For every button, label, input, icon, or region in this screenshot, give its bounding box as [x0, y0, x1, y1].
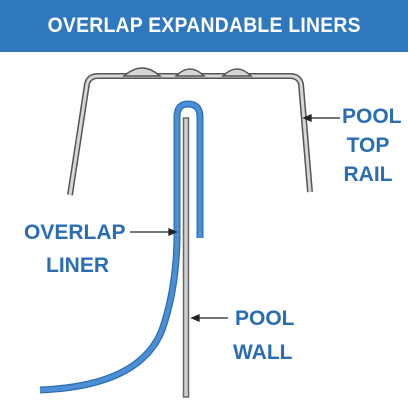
pool-wall-label: POOL WALL	[233, 308, 295, 363]
label-line: OVERLAP	[24, 221, 126, 244]
overlap-liner-label: OVERLAP LINER	[24, 222, 126, 276]
diagram-title: OVERLAP EXPANDABLE LINERS	[47, 14, 361, 37]
label-line: POOL	[235, 307, 295, 330]
liner-arrow	[130, 228, 178, 236]
rail-arrow	[302, 114, 340, 122]
wall-arrow	[190, 314, 228, 322]
pool-top-rail-label: POOL TOP RAIL	[342, 105, 402, 186]
label-line: TOP	[346, 134, 390, 157]
rail-bumps	[122, 67, 253, 77]
label-line: POOL	[342, 105, 402, 128]
label-line: WALL	[233, 341, 293, 364]
label-line: LINER	[46, 254, 109, 277]
label-line: RAIL	[343, 163, 393, 186]
pool-wall	[182, 117, 190, 398]
pool-top-rail	[67, 73, 313, 196]
title-banner: OVERLAP EXPANDABLE LINERS	[0, 0, 408, 52]
